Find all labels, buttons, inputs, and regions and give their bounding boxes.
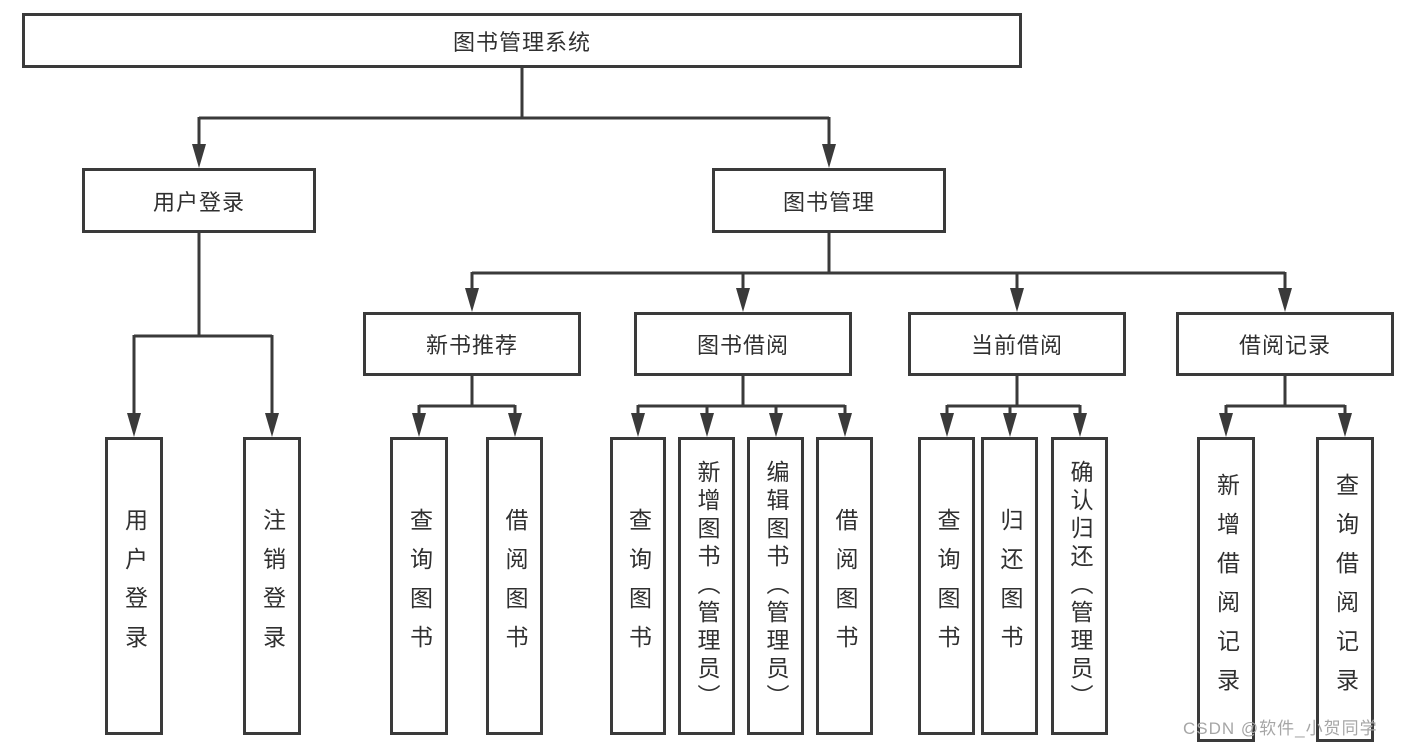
leaf-edit-books-admin: 编辑图书（管理员）	[747, 437, 804, 735]
leaf-borrow-books-2: 借阅图书	[816, 437, 873, 735]
csdn-watermark: CSDN @软件_小贺同学	[1183, 719, 1378, 738]
leaf-query-books-3: 查询图书	[918, 437, 975, 735]
node-book-management: 图书管理	[712, 168, 946, 233]
node-library-system: 图书管理系统	[22, 13, 1022, 68]
node-borrowing-records: 借阅记录	[1176, 312, 1394, 376]
leaf-query-books-1: 查询图书	[390, 437, 448, 735]
leaf-add-borrow-record: 新增借阅记录	[1197, 437, 1255, 742]
leaf-logout-login: 注销登录	[243, 437, 301, 735]
leaf-add-books-admin: 新增图书（管理员）	[678, 437, 735, 735]
leaf-return-books: 归还图书	[981, 437, 1038, 735]
leaf-borrow-books-1: 借阅图书	[486, 437, 543, 735]
node-current-borrowing: 当前借阅	[908, 312, 1126, 376]
node-user-login: 用户登录	[82, 168, 316, 233]
leaf-confirm-return-admin: 确认归还（管理员）	[1051, 437, 1108, 735]
leaf-query-borrow-record: 查询借阅记录	[1316, 437, 1374, 742]
arrowhead-icons	[127, 144, 1352, 437]
tree-edges	[132, 68, 1347, 416]
node-book-borrowing: 图书借阅	[634, 312, 852, 376]
leaf-query-books-2: 查询图书	[610, 437, 666, 735]
node-new-book-recommend: 新书推荐	[363, 312, 581, 376]
leaf-user-login: 用户登录	[105, 437, 163, 735]
